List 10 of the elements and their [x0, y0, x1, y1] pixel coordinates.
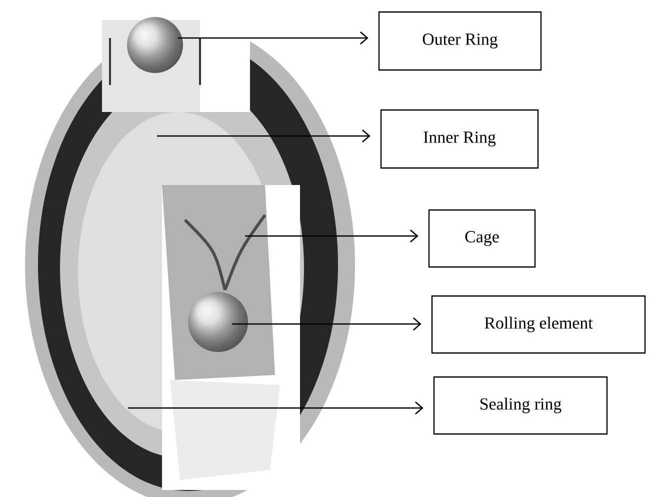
- arrow: [178, 32, 368, 44]
- arrow: [232, 318, 422, 330]
- label-box: Rolling element: [431, 295, 646, 354]
- label-box: Outer Ring: [378, 11, 542, 71]
- arrow: [245, 230, 418, 242]
- label-box: Inner Ring: [380, 109, 539, 169]
- label-box: Cage: [428, 209, 536, 268]
- arrow: [157, 130, 370, 142]
- label-box: Sealing ring: [433, 376, 608, 435]
- arrow: [128, 402, 424, 414]
